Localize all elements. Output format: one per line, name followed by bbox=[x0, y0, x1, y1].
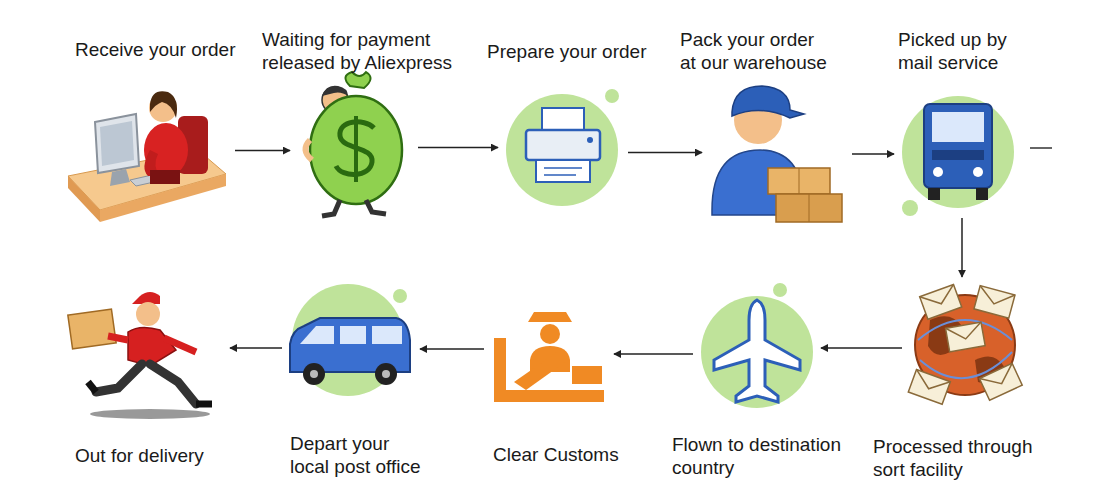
flow-arrow bbox=[420, 348, 484, 350]
sort-facility-icon bbox=[908, 284, 1022, 404]
flow-arrow bbox=[821, 347, 902, 349]
process-step: Receive your order bbox=[65, 88, 227, 224]
process-step: Out for delivery bbox=[62, 290, 222, 418]
step-label: Processed through sort facility bbox=[873, 435, 1035, 481]
flow-arrow bbox=[961, 218, 963, 277]
step-label: Waiting for payment released by Aliexpre… bbox=[262, 28, 455, 74]
step-label: Pack your order at our warehouse bbox=[680, 28, 829, 74]
step-label: Receive your order bbox=[75, 38, 236, 61]
trailing-line bbox=[1030, 147, 1052, 149]
process-step: Processed through sort facility bbox=[910, 285, 1022, 403]
printer-icon bbox=[506, 89, 619, 206]
process-step: Picked up by mail service bbox=[902, 96, 1014, 210]
step-label: Clear Customs bbox=[493, 443, 619, 466]
money-bag-icon bbox=[305, 72, 402, 216]
computer-user-icon bbox=[68, 91, 226, 222]
flow-arrow bbox=[628, 152, 702, 154]
worker-icon bbox=[712, 86, 842, 222]
truck-icon bbox=[902, 96, 1014, 216]
process-step: Pack your order at our warehouse bbox=[710, 86, 844, 224]
process-step: Clear Customs bbox=[492, 308, 606, 404]
step-label: Picked up by mail service bbox=[898, 28, 1009, 74]
process-step: Flown to destination country bbox=[701, 296, 813, 408]
van-icon bbox=[290, 284, 410, 396]
flow-arrow bbox=[852, 153, 894, 155]
step-label: Prepare your order bbox=[487, 40, 646, 63]
customs-icon bbox=[494, 312, 604, 402]
step-label: Flown to destination country bbox=[672, 433, 843, 479]
process-step: Prepare your order bbox=[506, 94, 620, 206]
step-label: Depart your local post office bbox=[290, 432, 423, 478]
step-label: Out for delivery bbox=[75, 444, 204, 467]
plane-icon bbox=[701, 283, 813, 408]
flow-arrow bbox=[235, 150, 290, 152]
flow-arrow bbox=[230, 347, 282, 349]
courier-icon bbox=[68, 292, 212, 419]
flow-arrow bbox=[614, 353, 693, 355]
process-step: Depart your local post office bbox=[290, 290, 412, 394]
flow-arrow bbox=[418, 147, 498, 149]
process-step: Waiting for payment released by Aliexpre… bbox=[298, 70, 410, 220]
